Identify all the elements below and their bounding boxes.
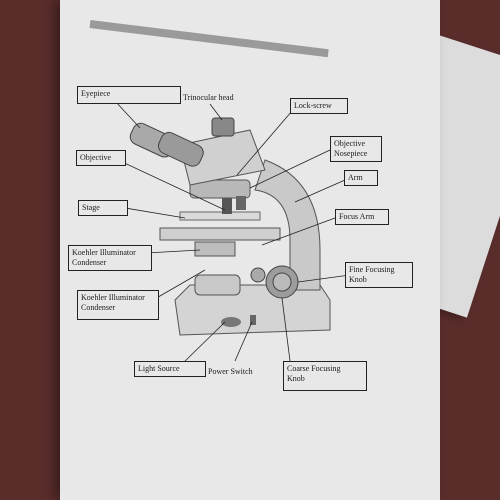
koehler-top-line1: Koehler Illuminator	[72, 248, 136, 257]
koehler-top-label: Koehler Illuminator Condenser	[68, 245, 152, 271]
light-source-text: Light Source	[138, 364, 180, 373]
fine-focus-line1: Fine Focusing	[349, 265, 395, 274]
arm-text: Arm	[348, 173, 363, 182]
eyepiece-label: Eyepiece	[77, 86, 181, 104]
coarse-focus-line1: Coarse Focusing	[287, 364, 341, 373]
koehler-bottom-line1: Koehler Illuminator	[81, 293, 145, 302]
lock-screw-label: Lock-screw	[290, 98, 348, 114]
coarse-focus-line2: Knob	[287, 374, 305, 383]
fine-focus-label: Fine Focusing Knob	[345, 262, 413, 288]
objective-nosepiece-line1: Objective	[334, 139, 366, 148]
objective-text: Objective	[80, 153, 112, 162]
fine-focus-line2: Knob	[349, 275, 367, 284]
light-source-label: Light Source	[134, 361, 206, 377]
stage-label: Stage	[78, 200, 128, 216]
lock-screw-text: Lock-screw	[294, 101, 332, 110]
objective-nosepiece-line2: Nosepiece	[334, 149, 368, 158]
arm-label: Arm	[344, 170, 378, 186]
stage-text: Stage	[82, 203, 100, 212]
koehler-bottom-label: Koehler Illuminator Condenser	[77, 290, 159, 320]
objective-nosepiece-label: Objective Nosepiece	[330, 136, 382, 162]
koehler-bottom-line2: Condenser	[81, 303, 116, 312]
koehler-top-line2: Condenser	[72, 258, 107, 267]
objective-label: Objective	[76, 150, 126, 166]
focus-arm-label: Focus Arm	[335, 209, 389, 225]
focus-arm-text: Focus Arm	[339, 212, 375, 221]
eyepiece-text: Eyepiece	[81, 89, 111, 98]
coarse-focus-label: Coarse Focusing Knob	[283, 361, 367, 391]
trinocular-head-label: Trinocular head	[183, 93, 234, 102]
power-switch-label: Power Switch	[208, 367, 253, 376]
